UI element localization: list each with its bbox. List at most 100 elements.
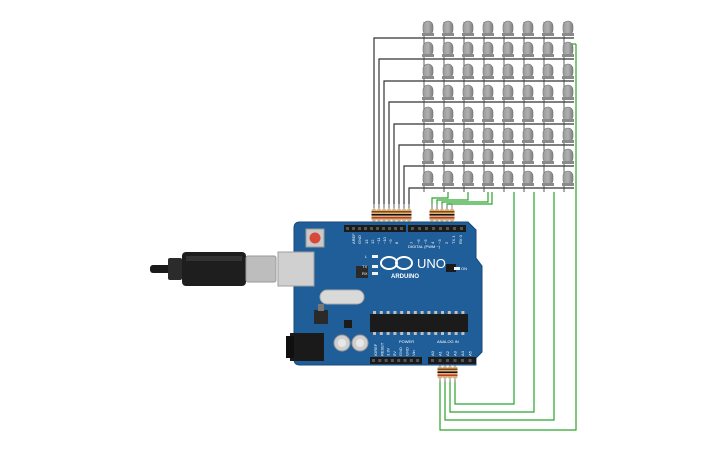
led-r2-c4[interactable] (482, 41, 494, 57)
analog-pin-label-2: A2 (445, 350, 450, 356)
led-r7-c1[interactable] (422, 148, 434, 164)
brand-label: ARDUINO (391, 274, 419, 280)
led-r7-c4[interactable] (482, 148, 494, 164)
usb-cable[interactable] (150, 252, 277, 286)
led-r7-c6[interactable] (522, 148, 534, 164)
led-r5-c3[interactable] (462, 106, 474, 122)
led-r5-c4[interactable] (482, 106, 494, 122)
led-r3-c2[interactable] (442, 63, 454, 79)
led-r1-c4[interactable] (482, 20, 494, 36)
column-resistor-bottom-4[interactable] (452, 363, 458, 382)
led-r4-c5[interactable] (502, 84, 514, 100)
led-r4-c4[interactable] (482, 84, 494, 100)
power-pin-label-4: GND (398, 347, 403, 356)
column-resistor-top-4[interactable] (444, 204, 450, 226)
led-r4-c8[interactable] (562, 84, 574, 100)
led-r6-c7[interactable] (542, 127, 554, 143)
led-r5-c1[interactable] (422, 106, 434, 122)
led-r2-c8[interactable] (562, 41, 574, 57)
led-r8-c1[interactable] (422, 170, 434, 186)
led-r5-c6[interactable] (522, 106, 534, 122)
on-led-label: ON (461, 266, 467, 271)
analog-header (428, 357, 476, 364)
led-r2-c5[interactable] (502, 41, 514, 57)
led-r7-c7[interactable] (542, 148, 554, 164)
digital-pin-label-13: RX 0 (458, 234, 463, 244)
led-r1-c5[interactable] (502, 20, 514, 36)
voltage-regulator (314, 310, 328, 324)
led-r3-c1[interactable] (422, 63, 434, 79)
atmega-chip (370, 314, 468, 332)
led-r4-c7[interactable] (542, 84, 554, 100)
led-r6-c3[interactable] (462, 127, 474, 143)
led-r1-c2[interactable] (442, 20, 454, 36)
led-r8-c4[interactable] (482, 170, 494, 186)
digital-pin-label-12: TX 1 (451, 235, 456, 244)
led-r6-c5[interactable] (502, 127, 514, 143)
column-wire-bottom-4 (454, 192, 515, 405)
led-r1-c3[interactable] (462, 20, 474, 36)
led-r3-c6[interactable] (522, 63, 534, 79)
power-pin-label-0: IOREF (373, 343, 378, 356)
rx-led (372, 272, 378, 275)
column-resistor-bottom-1[interactable] (437, 363, 443, 382)
row-wire-6 (398, 144, 574, 208)
led-r2-c2[interactable] (442, 41, 454, 57)
led-r2-c6[interactable] (522, 41, 534, 57)
column-resistor-bottom-3[interactable] (447, 363, 453, 382)
row-resistor-3[interactable] (381, 204, 387, 226)
led-r3-c8[interactable] (562, 63, 574, 79)
led-r8-c7[interactable] (542, 170, 554, 186)
led-r8-c6[interactable] (522, 170, 534, 186)
led-r6-c1[interactable] (422, 127, 434, 143)
row-resistor-7[interactable] (401, 204, 407, 226)
led-r1-c7[interactable] (542, 20, 554, 36)
column-wire-bottom-2 (444, 192, 555, 421)
led-r8-c3[interactable] (462, 170, 474, 186)
reset-button-cap[interactable] (309, 232, 321, 244)
row-resistor-5[interactable] (391, 204, 397, 226)
led-r1-c6[interactable] (522, 20, 534, 36)
led-r8-c2[interactable] (442, 170, 454, 186)
led-r4-c2[interactable] (442, 84, 454, 100)
tx-led-label: TX (362, 264, 367, 269)
led-r4-c6[interactable] (522, 84, 534, 100)
led-r7-c5[interactable] (502, 148, 514, 164)
column-resistor-bottom-2[interactable] (442, 363, 448, 382)
led-r2-c1[interactable] (422, 41, 434, 57)
led-r2-c7[interactable] (542, 41, 554, 57)
led-r5-c8[interactable] (562, 106, 574, 122)
crystal-oscillator (319, 289, 365, 305)
led-r6-c6[interactable] (522, 127, 534, 143)
led-r7-c3[interactable] (462, 148, 474, 164)
led-r6-c8[interactable] (562, 127, 574, 143)
led-r1-c8[interactable] (562, 20, 574, 36)
led-r7-c8[interactable] (562, 148, 574, 164)
led-r3-c3[interactable] (462, 63, 474, 79)
led-r3-c5[interactable] (502, 63, 514, 79)
power-pin-label-1: RESET (379, 342, 384, 356)
power-section-label: POWER (399, 339, 414, 344)
led-r8-c5[interactable] (502, 170, 514, 186)
row-wire-5 (393, 123, 574, 208)
row-wire-1 (373, 37, 574, 208)
led-r5-c5[interactable] (502, 106, 514, 122)
led-r3-c7[interactable] (542, 63, 554, 79)
led-r5-c2[interactable] (442, 106, 454, 122)
led-r4-c1[interactable] (422, 84, 434, 100)
led-r1-c1[interactable] (422, 20, 434, 36)
led-r4-c3[interactable] (462, 84, 474, 100)
led-r2-c3[interactable] (462, 41, 474, 57)
led-r8-c8[interactable] (562, 170, 574, 186)
led-r6-c4[interactable] (482, 127, 494, 143)
digital-pin-label-1: 12 (370, 239, 375, 244)
digital-header-left (344, 225, 406, 232)
led-r5-c7[interactable] (542, 106, 554, 122)
led-r7-c2[interactable] (442, 148, 454, 164)
digital-pin-label-11: 2 (444, 241, 449, 244)
digital-pin-label-4: ~9 (388, 239, 393, 244)
led-r6-c2[interactable] (442, 127, 454, 143)
led-r3-c4[interactable] (482, 63, 494, 79)
digital-pin-label-10: ~3 (437, 239, 442, 244)
